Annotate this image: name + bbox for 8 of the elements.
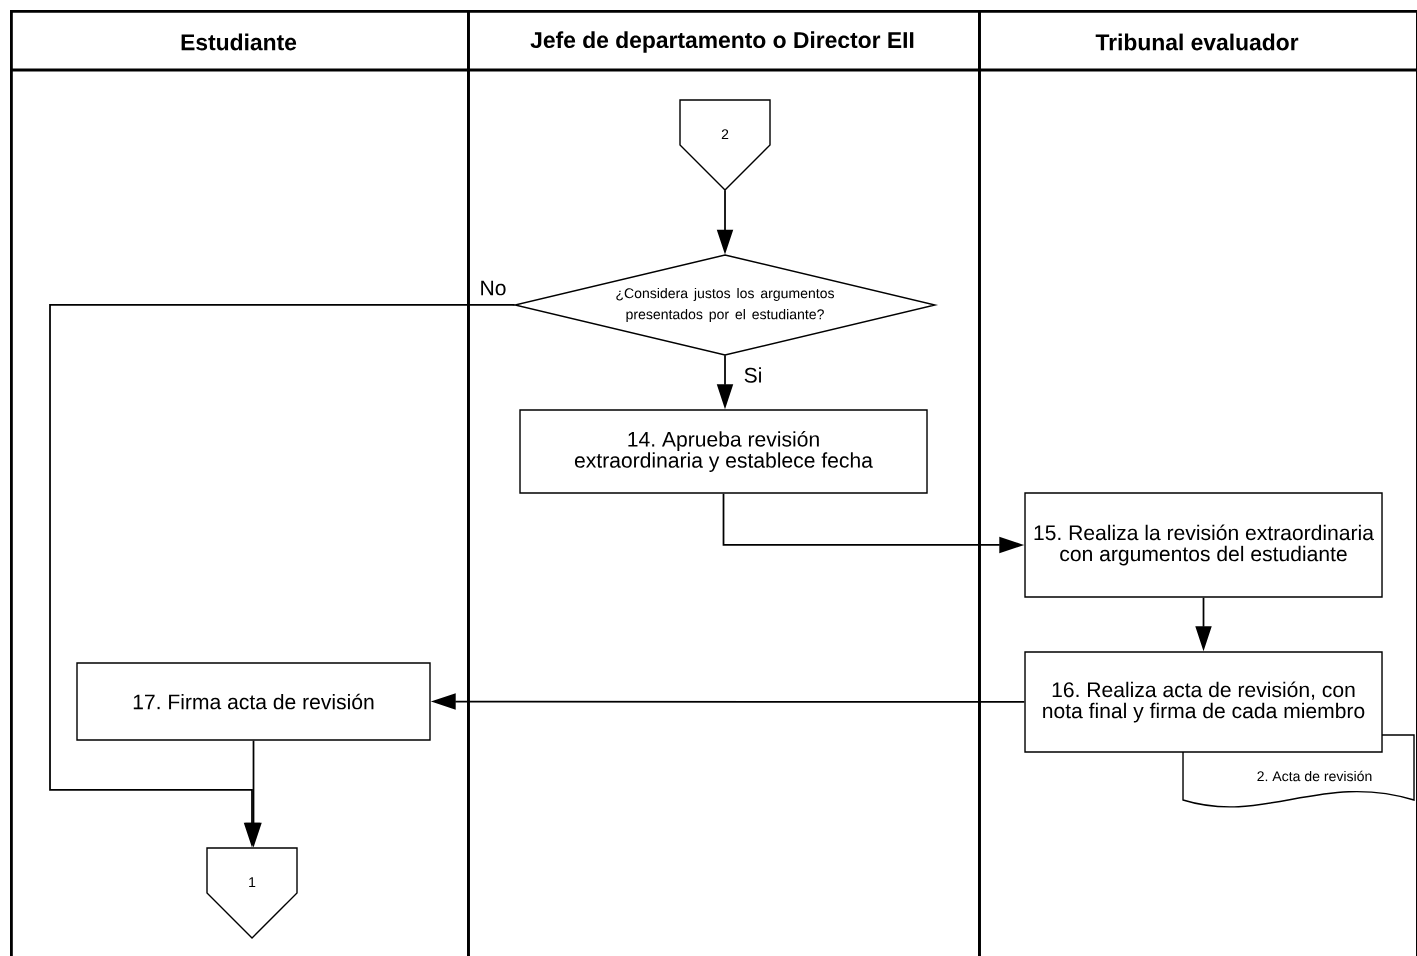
off-page-connector: 1	[206, 847, 298, 939]
process-box: 16. Realiza acta de revisión, con nota final y firma de cada miembro	[1024, 651, 1383, 753]
process-box: 15. Realiza la revisión extraordinaria con argumentos del estudiante	[1024, 492, 1383, 598]
off-page-connector: 2	[679, 99, 771, 191]
process-box: 17. Firma acta de revisión	[76, 662, 431, 741]
edge-label: Si	[741, 365, 765, 385]
edge-label: No	[477, 278, 509, 298]
process-box: 14. Aprueba revisión extraordinaria y establece fecha	[519, 409, 928, 494]
